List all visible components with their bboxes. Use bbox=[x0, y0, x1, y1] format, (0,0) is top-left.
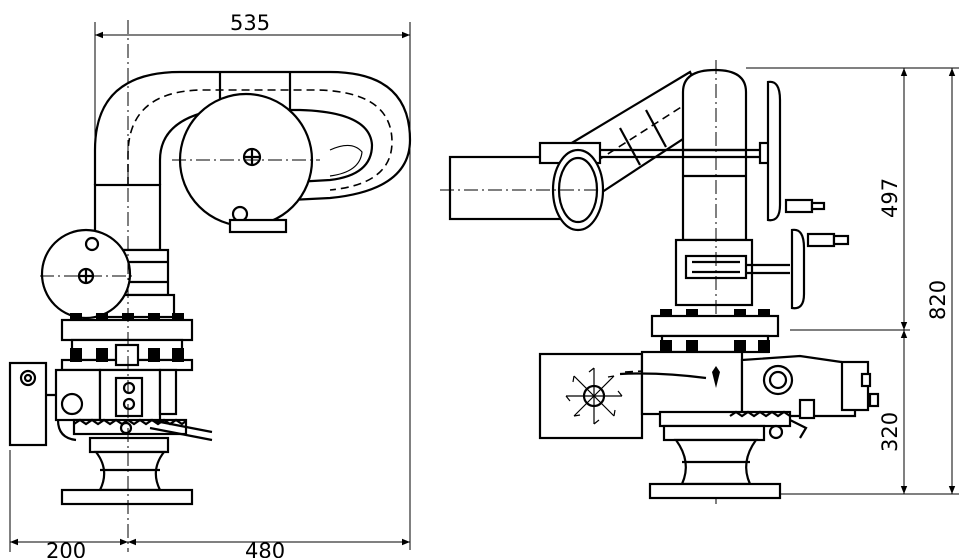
side-impeller-inset bbox=[538, 352, 701, 440]
side-view bbox=[440, 60, 880, 504]
front-elbow-pipe bbox=[93, 70, 412, 202]
dimension-label-total-height: 820 bbox=[926, 280, 950, 320]
front-view bbox=[8, 20, 412, 552]
front-control-box bbox=[8, 361, 62, 447]
front-small-handwheel bbox=[40, 228, 132, 320]
dimension-535: 535 bbox=[94, 11, 411, 550]
dimension-200-480: 200 480 bbox=[9, 450, 410, 558]
side-nozzle bbox=[440, 141, 605, 232]
side-vertical-column bbox=[674, 60, 754, 504]
front-large-handwheel bbox=[178, 92, 314, 234]
front-flange bbox=[60, 313, 194, 372]
dimension-vertical: 497 320 820 bbox=[746, 67, 959, 495]
front-gear-housing bbox=[54, 368, 178, 442]
side-upper-handwheel bbox=[600, 80, 826, 222]
front-base bbox=[60, 436, 194, 506]
dimension-label-left-offset: 200 bbox=[46, 539, 86, 558]
side-lower-handwheel bbox=[746, 228, 850, 310]
front-gear-ring bbox=[72, 418, 213, 442]
side-base bbox=[648, 424, 782, 500]
dimension-label-overall-width: 535 bbox=[230, 11, 270, 35]
side-gear-housing bbox=[619, 350, 880, 420]
dimension-label-upper-height: 497 bbox=[878, 178, 902, 218]
dimension-label-right-offset: 480 bbox=[245, 539, 285, 558]
dimension-label-lower-height: 320 bbox=[878, 412, 902, 452]
side-flange bbox=[650, 309, 780, 354]
